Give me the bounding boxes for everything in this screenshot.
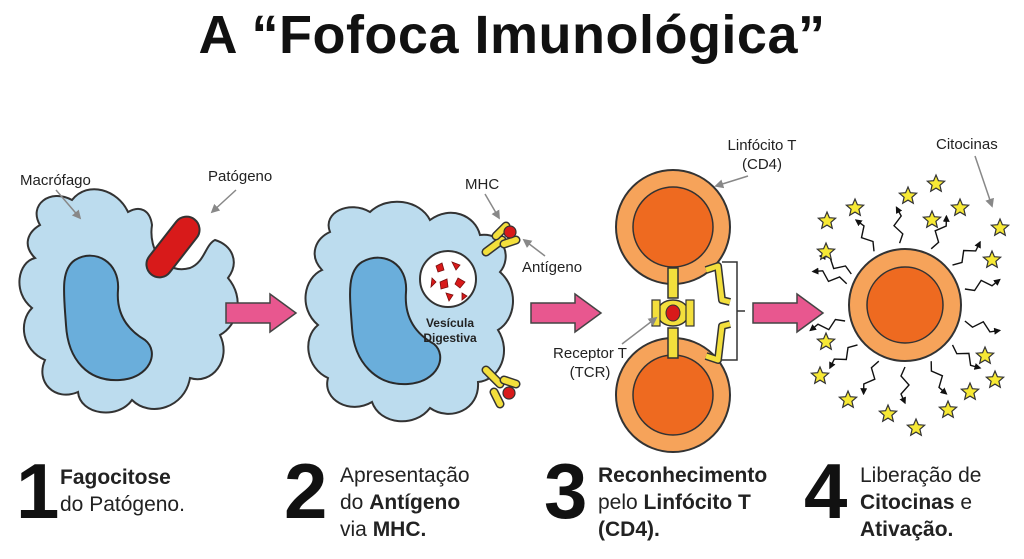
pointer-receptor — [621, 316, 658, 345]
step-3-l3b: (CD4). — [598, 518, 660, 541]
label-receptor-2: (TCR) — [569, 364, 611, 381]
step-3-number: 3 — [544, 447, 588, 535]
cytokine-signal-line — [930, 361, 948, 395]
step-3-l2b: Linfócito T — [643, 491, 751, 514]
pointer-mhc — [484, 193, 500, 220]
bracket — [722, 261, 745, 361]
step-2-l2a: do — [340, 491, 370, 514]
cytokine-signal-line — [964, 278, 1001, 292]
step-2-l2b: Antígeno — [369, 491, 461, 514]
cytokine-signal-line — [930, 214, 950, 250]
cytokine-star-icon — [897, 185, 919, 205]
cytokine-signals — [809, 206, 1002, 405]
label-antigeno: Antígeno — [522, 259, 583, 276]
cytokine-star-icon — [877, 403, 899, 423]
step-4-l2b: Citocinas — [860, 491, 955, 514]
cytokine-star-icon — [949, 197, 971, 217]
step-4-l2c: e — [954, 491, 973, 514]
label-mhc: MHC — [465, 176, 500, 193]
cytokine-signal-line — [811, 267, 848, 285]
label-vesicula: Vesícula Digestiva — [418, 316, 482, 346]
pointer-patogeno — [210, 189, 237, 214]
step-4-number: 4 — [804, 447, 848, 535]
label-vesicula-1: Vesícula — [425, 316, 475, 330]
mhc-receptor-top — [481, 221, 521, 257]
label-linfocito-2: (CD4) — [742, 156, 782, 173]
cytokine-signal-line — [860, 360, 880, 396]
label-receptor-1: Receptor T — [553, 345, 627, 362]
cytokine-star-icon — [815, 241, 837, 261]
cytokine-star-icon — [837, 389, 859, 409]
step-2-number: 2 — [284, 447, 328, 535]
step-2-l3a: via — [340, 518, 373, 541]
label-linfocito-1: Linfócito T — [727, 137, 797, 154]
step-3-text: Reconhecimento pelo Linfócito T (CD4). — [598, 462, 767, 543]
cytokine-star-icon — [981, 249, 1003, 269]
nucleus — [62, 254, 153, 382]
step-4-l1a: Liberação de — [860, 464, 982, 487]
cytokine-signal-line — [952, 240, 981, 266]
cytokine-signal-line — [964, 320, 1002, 335]
cytokine-star-icon — [959, 381, 981, 401]
step-3-l2a: pelo — [598, 491, 644, 514]
pointer-antigeno — [522, 238, 546, 257]
macrophage-body-2 — [304, 200, 514, 423]
cytokine-signal-line — [899, 366, 910, 405]
pointer-citocinas — [974, 155, 994, 208]
cytokine-signal-line — [951, 344, 982, 370]
cytokine-star-icon — [989, 217, 1011, 237]
label-receptor: Receptor T (TCR) — [540, 344, 640, 382]
pointer-linfocito — [714, 175, 749, 189]
step-2-l1a: Apresentação — [340, 464, 470, 487]
arrow-step-1-2 — [225, 292, 298, 334]
cytokine-signal-line — [893, 206, 904, 244]
step-1-l1b: Fagocitose — [60, 466, 171, 489]
mhc-receptor-bottom — [481, 365, 521, 409]
nucleus-2 — [349, 256, 442, 386]
label-vesicula-2: Digestiva — [423, 331, 477, 345]
step-4-l3b: Ativação. — [860, 518, 954, 541]
macrophage-1 — [18, 188, 239, 414]
page-title: A “Fofoca Imunológica” — [198, 5, 826, 65]
cytokine-star-icon — [844, 197, 866, 217]
pathogen — [145, 215, 201, 279]
cytokine-star-icon — [921, 209, 943, 229]
label-linfocito: Linfócito T (CD4) — [712, 136, 812, 174]
cytokine-signal-line — [854, 219, 875, 252]
step-4-text: Liberação de Citocinas e Ativação. — [860, 462, 981, 543]
cytokine-star-icon — [905, 417, 927, 437]
step-2-text: Apresentação do Antígeno via MHC. — [340, 462, 470, 543]
cytokine-stars — [809, 173, 1011, 437]
step-1-text: Fagocitose do Patógeno. — [60, 464, 185, 518]
step-2-l3b: MHC. — [372, 518, 427, 541]
antigen-fragments — [430, 261, 468, 302]
pointer-macrofago — [55, 189, 82, 220]
cytokine-star-icon — [816, 210, 838, 230]
cytokine-signal-line — [818, 253, 852, 275]
cytokine-signal-line — [829, 344, 858, 370]
label-macrofago: Macrófago — [20, 172, 91, 189]
cytokine-star-icon — [974, 345, 996, 365]
arrow-step-3-4 — [752, 292, 825, 334]
label-citocinas: Citocinas — [936, 136, 998, 153]
label-patogeno: Patógeno — [208, 168, 273, 185]
cytokine-star-icon — [809, 365, 831, 385]
tcr-complex — [651, 267, 695, 359]
t-lymphocytes — [615, 169, 745, 453]
cytokine-signal-line — [809, 318, 846, 332]
activated-lymphocyte — [848, 248, 962, 362]
cytokine-star-icon — [984, 369, 1006, 389]
step-1-number: 1 — [16, 447, 60, 535]
cytokine-star-icon — [815, 331, 837, 351]
cytokine-star-icon — [937, 399, 959, 419]
macrophage-2 — [304, 200, 521, 423]
step-1-l2a: do Patógeno. — [60, 493, 185, 516]
step-3-l1b: Reconhecimento — [598, 464, 768, 487]
cytokine-star-icon — [925, 173, 947, 193]
arrow-step-2-3 — [530, 292, 603, 334]
